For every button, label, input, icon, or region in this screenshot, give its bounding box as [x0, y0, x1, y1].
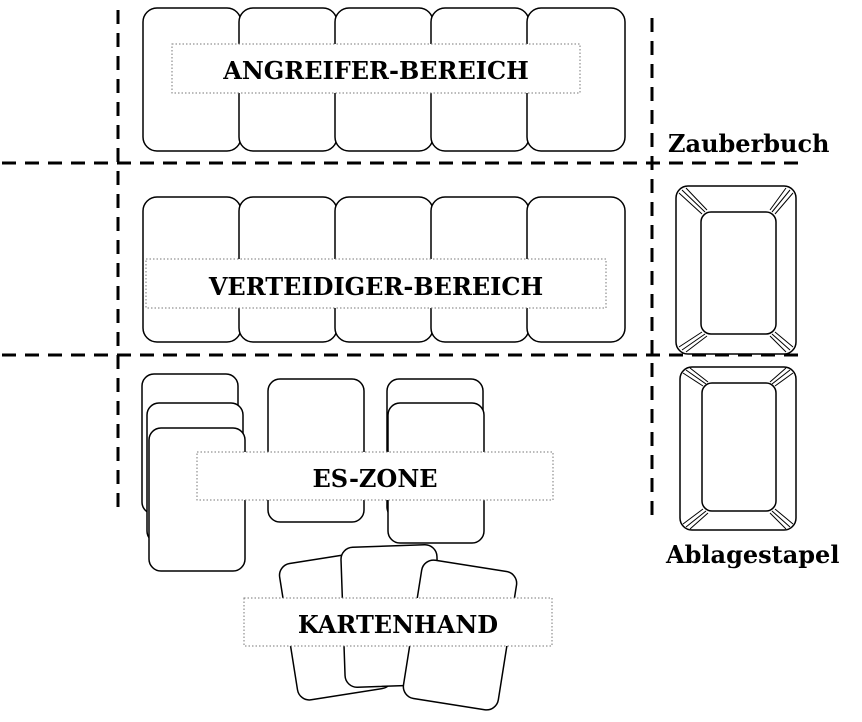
- hand-area: KARTENHAND: [244, 544, 552, 711]
- discard-label: Ablagestapel: [665, 540, 839, 569]
- hand-label: KARTENHAND: [298, 610, 498, 639]
- defender-label: VERTEIDIGER-BEREICH: [208, 272, 543, 301]
- attacker-area: ANGREIFER-BEREICH: [143, 8, 625, 151]
- defender-area: VERTEIDIGER-BEREICH: [143, 197, 625, 342]
- attacker-label: ANGREIFER-BEREICH: [222, 56, 529, 85]
- spellbook-card-front: [701, 212, 776, 334]
- es-zone-label: ES-ZONE: [312, 464, 437, 493]
- discard-pile[interactable]: Ablagestapel: [665, 367, 839, 569]
- spellbook-label: Zauberbuch: [668, 129, 830, 158]
- es-zone: ES-ZONE: [142, 374, 553, 571]
- es-card[interactable]: [268, 379, 364, 522]
- discard-card-front: [702, 383, 776, 511]
